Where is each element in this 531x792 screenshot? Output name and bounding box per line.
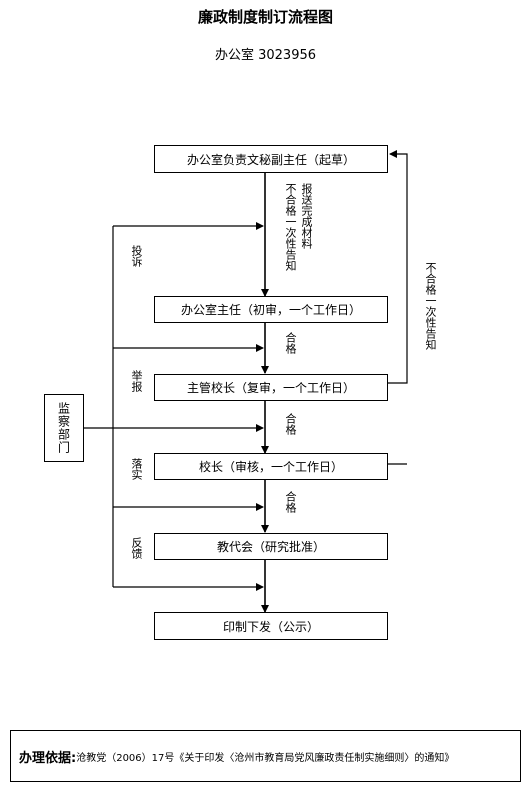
congress-box: 教代会（研究批准） <box>154 533 388 560</box>
implement-label: 落实 <box>130 458 143 480</box>
basis-text: 沧教党（2006）17号《关于印发〈沧州市教育局党风廉政责任制实施细则〉的通知》 <box>76 752 455 764</box>
fail-notify-label-2: 不合格一次性告知 <box>424 262 437 350</box>
page-title: 廉政制度制订流程图 <box>197 8 333 26</box>
report-label: 举报 <box>130 370 143 392</box>
second-review-box: 主管校长（复审，一个工作日） <box>154 374 388 401</box>
fail-loop-right <box>387 150 408 384</box>
page-subtitle: 办公室 3023956 <box>214 48 317 63</box>
supervision-box: 监察部门 <box>44 394 84 462</box>
basis-label: 办理依据: <box>19 750 77 766</box>
pass-label-2: 合格 <box>284 413 297 435</box>
audit-box: 校长（审核，一个工作日） <box>154 453 388 480</box>
draft-box: 办公室负责文秘副主任（起草） <box>154 145 388 173</box>
fail-notify-label-1: 不合格一次性告知 <box>284 183 297 271</box>
basis-footer: 办理依据: 沧教党（2006）17号《关于印发〈沧州市教育局党风廉政责任制实施细… <box>10 730 521 782</box>
feedback-label: 反馈 <box>130 537 143 559</box>
publish-box: 印制下发（公示） <box>154 612 388 640</box>
complaint-label: 投诉 <box>130 245 143 267</box>
pass-label-3: 合格 <box>284 491 297 513</box>
send-done-label: 报送完成材料 <box>300 183 313 249</box>
first-review-box: 办公室主任（初审，一个工作日） <box>154 296 388 323</box>
pass-label-1: 合格 <box>284 332 297 354</box>
